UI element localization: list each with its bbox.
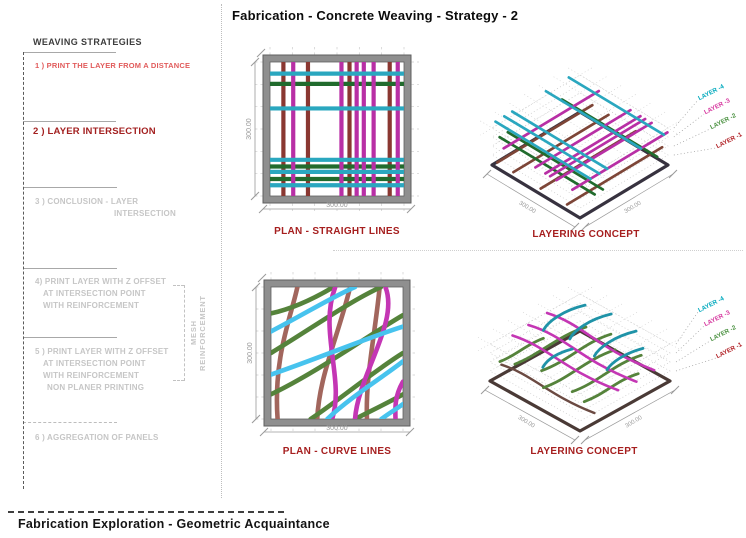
sidebar-item-1: 1 ) PRINT THE LAYER FROM A DISTANCE xyxy=(35,61,191,70)
svg-text:LAYER -1: LAYER -1 xyxy=(715,131,744,150)
svg-text:LAYER -3: LAYER -3 xyxy=(703,97,732,116)
sidebar-item-2: 2 ) LAYER INTERSECTION xyxy=(33,126,156,137)
mesh-bracket-stub xyxy=(173,285,184,286)
footer-dashed-line xyxy=(8,511,284,513)
svg-text:LAYER -4: LAYER -4 xyxy=(697,295,726,314)
mesh-bracket-stub xyxy=(173,380,184,381)
sidebar-dashed-border xyxy=(23,52,24,489)
layering-top-label: LAYERING CONCEPT xyxy=(532,229,640,240)
svg-text:300.00: 300.00 xyxy=(247,342,254,364)
svg-text:LAYER -4: LAYER -4 xyxy=(697,83,726,102)
sidebar-item-4: 4) PRINT LAYER WITH Z OFFSET AT INTERSEC… xyxy=(35,277,167,310)
page-title: Fabrication - Concrete Weaving - Strateg… xyxy=(232,8,519,23)
svg-text:LAYER -1: LAYER -1 xyxy=(715,341,744,360)
svg-text:LAYER -2: LAYER -2 xyxy=(709,324,738,343)
svg-text:300.00: 300.00 xyxy=(326,425,348,432)
sidebar-rule xyxy=(23,52,116,53)
vertical-divider xyxy=(221,4,222,498)
mesh-bracket xyxy=(184,285,185,381)
layering-bottom-label: LAYERING CONCEPT xyxy=(530,446,638,457)
plan-straight-figure: 300.00 300.00 xyxy=(246,47,419,214)
svg-text:LAYER -2: LAYER -2 xyxy=(709,112,738,131)
sidebar-rule xyxy=(23,337,117,338)
footer-title: Fabrication Exploration - Geometric Acqu… xyxy=(18,517,330,531)
svg-text:300.00: 300.00 xyxy=(246,118,253,140)
sidebar-item-5: 5 ) PRINT LAYER WITH Z OFFSET AT INTERSE… xyxy=(35,347,169,392)
svg-text:LAYER -3: LAYER -3 xyxy=(703,309,732,328)
horizontal-divider xyxy=(333,250,743,251)
plan-curve-label: PLAN - CURVE LINES xyxy=(282,446,392,457)
svg-text:300.00: 300.00 xyxy=(517,415,536,430)
svg-text:300.00: 300.00 xyxy=(625,415,644,430)
sidebar-rule-dashed xyxy=(23,422,117,423)
svg-text:300.00: 300.00 xyxy=(326,202,348,209)
plan-straight-label: PLAN - STRAIGHT LINES xyxy=(274,226,400,237)
sidebar-heading: WEAVING STRATEGIES xyxy=(33,37,142,47)
sidebar-item-6: 6 ) AGGREGATION OF PANELS xyxy=(35,433,159,442)
sidebar-rule xyxy=(23,268,117,269)
plan-curve-figure: 300.00 300.00 xyxy=(247,272,418,437)
sidebar-item-3: 3 ) CONCLUSION - LAYER INTERSECTION xyxy=(35,197,176,218)
sidebar-rule xyxy=(23,187,117,188)
sidebar-rule xyxy=(23,121,116,122)
